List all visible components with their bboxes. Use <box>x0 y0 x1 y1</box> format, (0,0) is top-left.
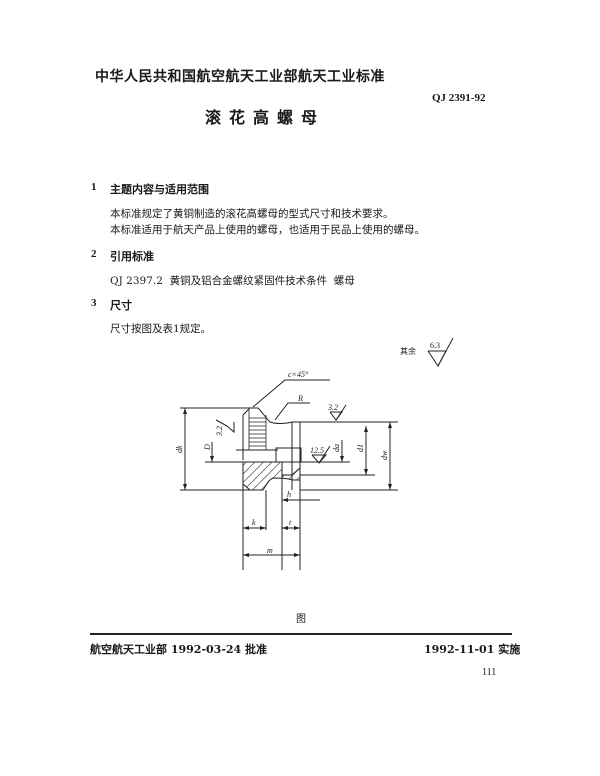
roughness-symbol-icon <box>427 338 454 367</box>
dim-dw: dw <box>380 450 389 460</box>
radius-label: R <box>297 394 303 403</box>
roughness-default-value: 6.3 <box>430 341 440 350</box>
section-1-paragraph-1: 本标准规定了黄铜制造的滚花高螺母的型式尺寸和技术要求。 <box>110 208 394 220</box>
section-2-number: 2 <box>91 248 97 260</box>
implementation-date: 1992-11-01 实施 <box>424 643 521 656</box>
section-2-title: 引用标准 <box>110 250 154 263</box>
dim-k: k <box>252 518 256 527</box>
dim-da: da <box>332 444 341 452</box>
issuing-organization: 中华人民共和国航空航天工业部航天工业标准 <box>95 69 385 85</box>
section-3-paragraph-1: 尺寸按图及表1规定。 <box>110 323 212 335</box>
section-2-paragraph-1: QJ 2397.2 黄铜及铝合金螺纹紧固件技术条件 螺母 <box>110 275 355 287</box>
figure-caption: 图 <box>296 614 306 625</box>
section-1-paragraph-2: 本标准适用于航天产品上使用的螺母，也适用于民品上使用的螺母。 <box>110 224 425 236</box>
dim-D: D <box>203 444 212 451</box>
approval-date: 航空航天工业部 1992-03-24 批准 <box>90 643 268 656</box>
page-number: 111 <box>482 667 497 678</box>
dim-t: t <box>289 518 292 527</box>
section-3-number: 3 <box>91 297 97 309</box>
roughness-top-value: 3.2 <box>327 403 338 412</box>
dim-dk: dk <box>175 445 184 453</box>
dim-m: m <box>267 546 273 555</box>
section-3-title: 尺寸 <box>110 299 132 312</box>
roughness-note-label: 其余 <box>400 347 416 356</box>
footer-divider <box>90 633 512 635</box>
standard-number: QJ 2391-92 <box>432 92 486 104</box>
section-1-number: 1 <box>91 181 97 193</box>
roughness-left-value: 3.2 <box>215 426 224 437</box>
section-1-title: 主题内容与适用范围 <box>110 183 209 196</box>
dim-d1: d1 <box>356 444 365 452</box>
document-title: 滚花高螺母 <box>205 108 326 127</box>
knurled-nut-drawing: c×45° R 3.2 3.2 12.5 dk D da d1 dw h k t… <box>175 370 398 570</box>
roughness-bore-value: 12.5 <box>310 446 324 455</box>
chamfer-label: c×45° <box>288 370 309 379</box>
dim-h: h <box>287 490 291 499</box>
